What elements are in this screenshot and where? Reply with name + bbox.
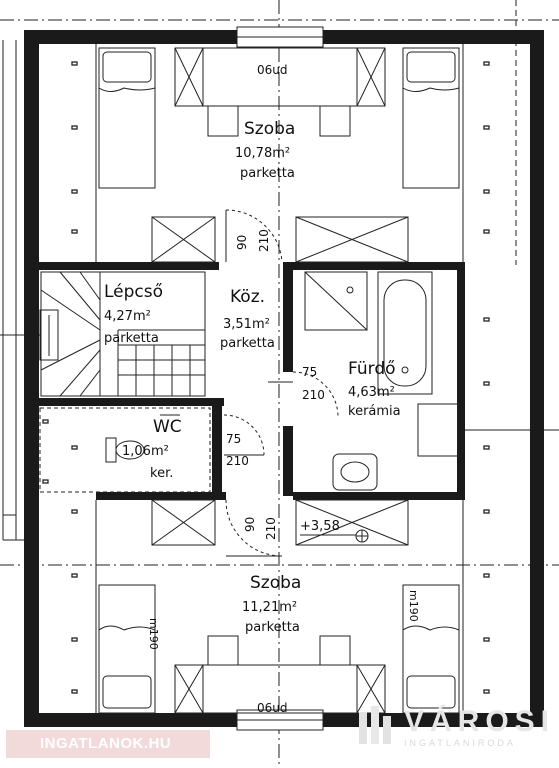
bottom-room-furniture xyxy=(98,499,460,714)
door-bath-height: 210 xyxy=(302,388,325,402)
wc-floor: ker. xyxy=(150,466,173,481)
watermark-brand: VÁROSI xyxy=(404,705,556,738)
bottom-room-floor: parketta xyxy=(245,620,300,635)
bath-floor: kerámia xyxy=(348,404,401,419)
bath-fixtures xyxy=(304,271,459,491)
door-wc-width: 75 xyxy=(226,432,241,446)
bath-name: Fürdő xyxy=(348,359,396,379)
window-top-label: 06ud xyxy=(257,63,288,77)
corridor-area: 3,51m² xyxy=(223,317,270,332)
wc-area: 1,06m² xyxy=(122,444,169,459)
stair-area: 4,27m² xyxy=(104,309,151,324)
wc-fixture xyxy=(39,407,211,493)
level-marker xyxy=(300,529,369,543)
bath-area: 4,63m² xyxy=(348,385,395,400)
top-room-area: 10,78m² xyxy=(235,146,290,161)
bed-left-size: m190 xyxy=(147,618,160,650)
door-wc-height: 210 xyxy=(226,454,249,468)
door-corr-top-height: 210 xyxy=(257,229,271,252)
windows xyxy=(236,26,324,731)
door-corr-top-width: 90 xyxy=(235,235,249,250)
corridor-name: Köz. xyxy=(230,287,265,307)
watermark-sub: INGATLANIRODA xyxy=(404,738,516,748)
wc-name: WC xyxy=(153,417,182,437)
top-room-furniture xyxy=(98,47,460,263)
stair-name: Lépcső xyxy=(104,282,163,302)
watermark-left: INGATLANOK.HU xyxy=(6,730,210,758)
dimension-labels: 06ud 06ud 90 210 75 210 75 210 90 210 +3… xyxy=(147,63,420,715)
door-bath-width: 75 xyxy=(302,365,317,379)
top-room-name: Szoba xyxy=(244,119,295,139)
top-room-floor: parketta xyxy=(240,166,295,181)
bottom-room-area: 11,21m² xyxy=(242,600,297,615)
agency-logo-icon xyxy=(359,706,391,744)
stair-floor: parketta xyxy=(104,331,159,346)
interior-walls xyxy=(39,262,465,500)
stair-level-label: +3,58 xyxy=(300,519,340,534)
knee-walls xyxy=(2,40,464,713)
window-bottom-label: 06ud xyxy=(257,701,288,715)
door-corr-bot-height: 210 xyxy=(264,517,278,540)
bed-right-size: m190 xyxy=(407,590,420,622)
door-corr-bot-width: 90 xyxy=(243,517,257,532)
corridor-floor: parketta xyxy=(220,336,275,351)
room-labels: Szoba 10,78m² parketta Lépcső 4,27m² par… xyxy=(104,119,401,635)
door-swings xyxy=(223,209,339,557)
roof-markers xyxy=(42,61,490,694)
bottom-room-name: Szoba xyxy=(250,573,301,593)
staircase xyxy=(39,271,206,397)
